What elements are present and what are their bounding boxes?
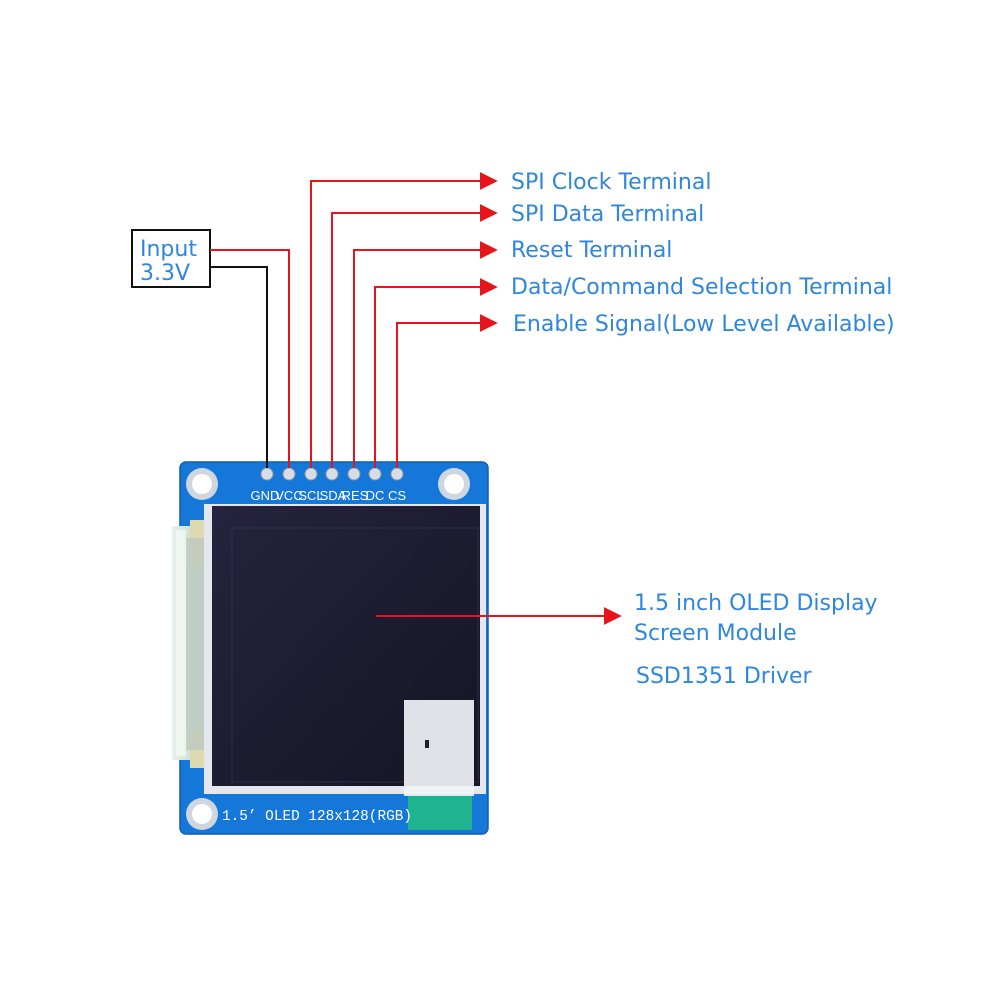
pin-label-scl: SCL	[298, 488, 323, 503]
module-driver: SSD1351 Driver	[636, 664, 813, 689]
terminal-label-enable-signal: Enable Signal(Low Level Available)	[513, 312, 895, 337]
pcb-board: GND VCC SCL SDA RES DC CS 1.5’ OLED 128x…	[172, 461, 489, 835]
arrow-sda	[331, 204, 498, 468]
terminal-label-spi-clock: SPI Clock Terminal	[511, 170, 711, 195]
pin-label-res: RES	[342, 488, 369, 503]
input-voltage: 3.3V	[140, 261, 190, 286]
board-silkscreen: 1.5’ OLED 128x128(RGB)	[222, 808, 412, 825]
arrow-dc	[374, 278, 498, 468]
pin-label-dc: DC	[366, 488, 385, 503]
mounting-hole-top-left	[186, 468, 218, 500]
pin-label-vcc: VCC	[275, 488, 302, 503]
mounting-hole-top-right	[438, 468, 470, 500]
teal-protective-tab	[408, 796, 472, 830]
pin-label-cs: CS	[388, 488, 406, 503]
module-title-line2: Screen Module	[634, 621, 797, 646]
oled-screen	[204, 504, 486, 796]
header-pads	[260, 467, 404, 481]
arrow-scl	[310, 172, 498, 468]
module-title-line1: 1.5 inch OLED Display	[634, 591, 878, 616]
arrow-cs	[396, 314, 498, 468]
input-voltage-box: Input 3.3V	[131, 229, 211, 288]
gnd-line	[210, 266, 268, 468]
pin-label-gnd: GND	[251, 488, 280, 503]
terminal-label-reset: Reset Terminal	[511, 238, 672, 263]
pin-label-sda: SDA	[320, 488, 347, 503]
mounting-hole-bottom-left	[186, 798, 218, 830]
vcc-line	[210, 249, 290, 468]
arrow-res	[353, 241, 498, 468]
terminal-label-data-command: Data/Command Selection Terminal	[511, 275, 892, 300]
terminal-label-spi-data: SPI Data Terminal	[511, 202, 704, 227]
input-label: Input	[140, 237, 197, 262]
